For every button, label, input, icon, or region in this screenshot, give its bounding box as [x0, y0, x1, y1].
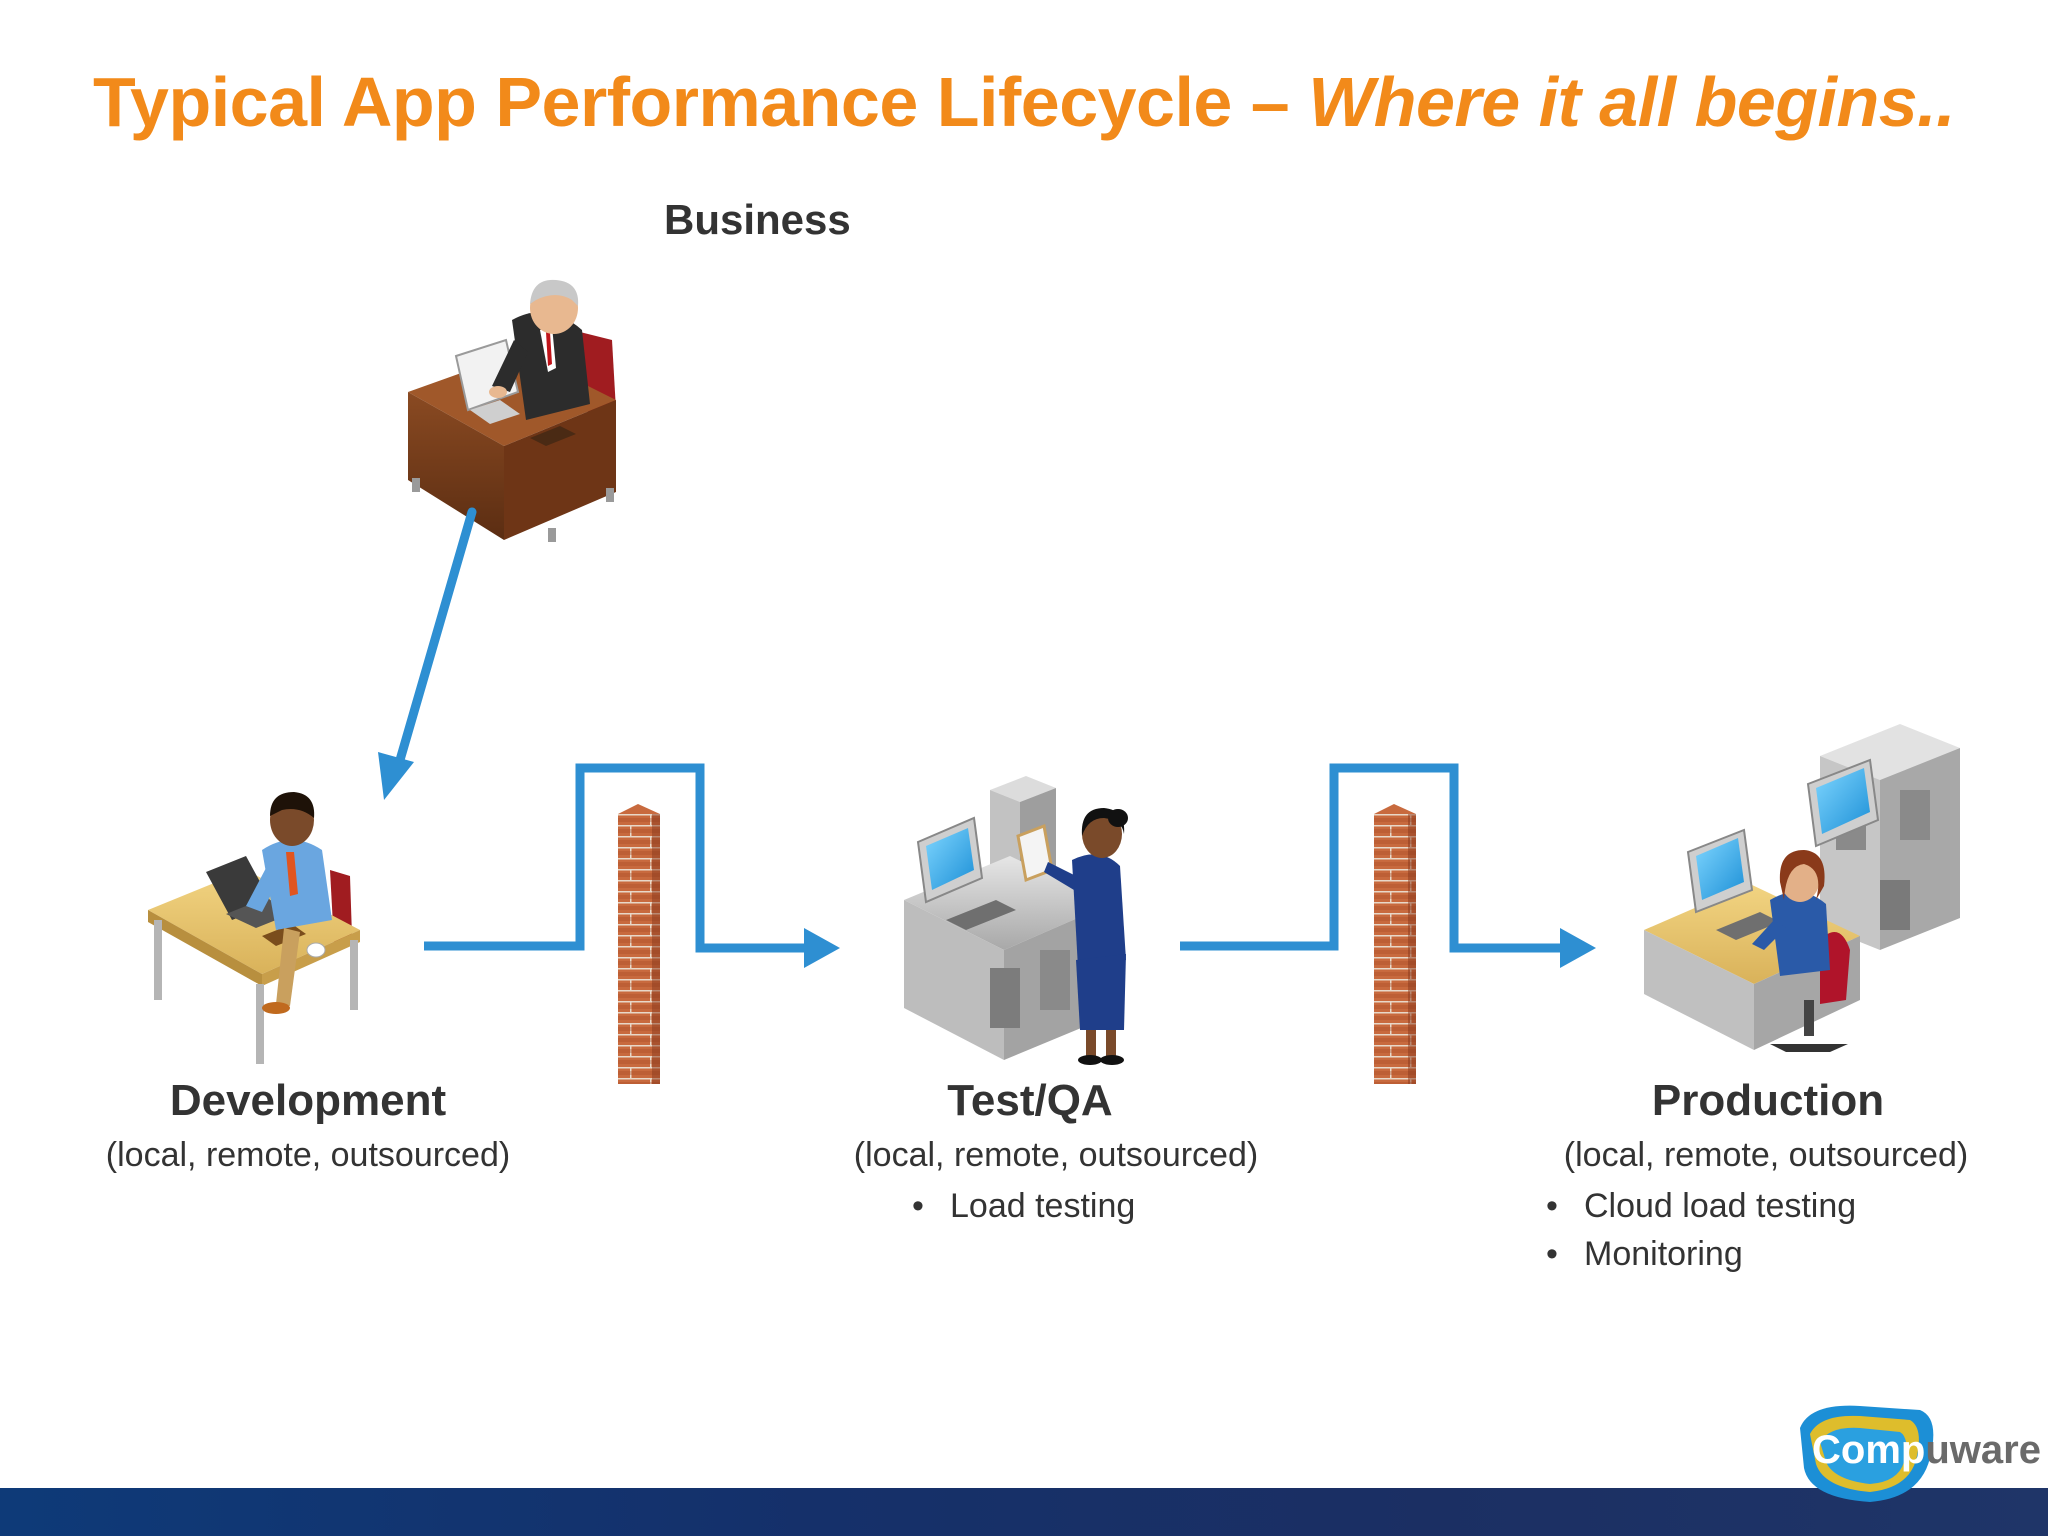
operator-at-workstation-icon: [1644, 724, 1960, 1052]
bullet-glyph: •: [1546, 1187, 1558, 1225]
bullet-item: • Monitoring: [1546, 1230, 1856, 1278]
bullet-text: Load testing: [950, 1187, 1136, 1225]
compuware-logo-icon: [1800, 1405, 1934, 1502]
bullet-text: Monitoring: [1584, 1235, 1743, 1273]
bullet-item: • Cloud load testing: [1546, 1182, 1856, 1230]
logo-text: Compuware: [1812, 1428, 2041, 1473]
business-to-dev-arrow-icon: [378, 507, 477, 800]
tester-at-workstation-icon: [904, 776, 1128, 1065]
production-bullets: • Cloud load testing • Monitoring: [1546, 1182, 1856, 1278]
stage-title-development: Development: [169, 1076, 447, 1125]
bullet-glyph: •: [1546, 1235, 1558, 1273]
bullet-glyph: •: [912, 1187, 924, 1225]
business-person-at-desk-icon: [408, 279, 616, 542]
bullet-item: • Load testing: [912, 1182, 1135, 1230]
stage-subtitle-test-qa: (local, remote, outsourced): [853, 1136, 1259, 1174]
test-qa-bullets: • Load testing: [912, 1182, 1135, 1230]
business-label: Business: [664, 196, 851, 243]
stage-title-production: Production: [1651, 1076, 1885, 1125]
page-title: Typical App Performance Lifecycle – Wher…: [0, 62, 2048, 142]
test-to-prod-arrow-icon: [1180, 763, 1596, 968]
logo-text-a: Comp: [1812, 1428, 1926, 1472]
dev-to-test-arrow-icon: [424, 763, 840, 968]
stage-subtitle-production: (local, remote, outsourced): [1563, 1136, 1969, 1174]
stage-title-test-qa: Test/QA: [947, 1076, 1113, 1125]
bullet-text: Cloud load testing: [1584, 1187, 1857, 1225]
stage-subtitle-development: (local, remote, outsourced): [105, 1136, 511, 1174]
footer-band: [0, 1488, 2048, 1536]
logo-text-b: uware: [1925, 1428, 2041, 1472]
brick-wall-icon: [1374, 804, 1416, 1084]
title-italic: Where it all begins..: [1308, 63, 1956, 141]
title-main: Typical App Performance Lifecycle –: [92, 63, 1309, 141]
brick-wall-icon: [618, 804, 660, 1084]
developer-at-desk-icon: [148, 792, 360, 1064]
